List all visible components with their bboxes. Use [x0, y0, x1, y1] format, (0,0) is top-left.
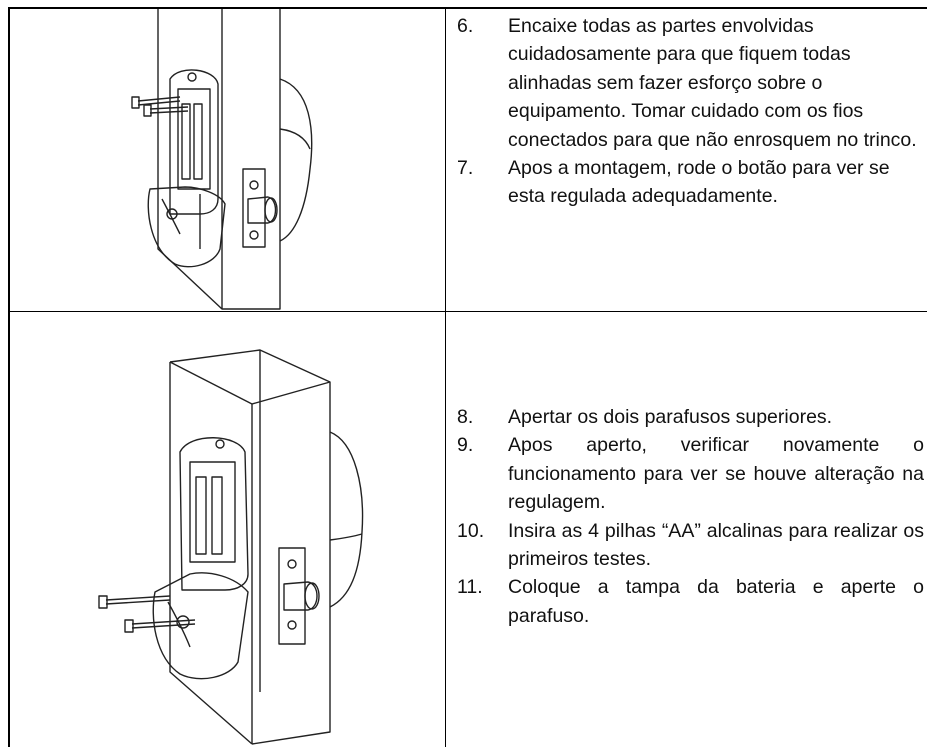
step-number: 7. [457, 157, 474, 180]
illustration-cell-screw-tightening [10, 312, 445, 749]
steps-list: 8. Apertar os dois parafusos superiores.… [457, 403, 924, 630]
step-text: Apos aperto, verificar novamente o funci… [508, 434, 924, 514]
step-text: Apos a montagem, rode o botão para ver s… [508, 157, 890, 208]
step-text: Coloque a tampa da bateria e aperte o pa… [508, 576, 924, 627]
step-number: 6. [457, 15, 474, 37]
instruction-table: 6. Encaixe todas as partes envolvidas cu… [8, 7, 927, 747]
list-item: 6. Encaixe todas as partes envolvidas cu… [457, 12, 919, 154]
illustration-cell-lock-assembly [10, 9, 445, 311]
list-item: 8. Apertar os dois parafusos superiores. [457, 403, 924, 431]
step-number: 9. [457, 434, 474, 457]
list-item: 10. Insira as 4 pilhas “AA” alcalinas pa… [457, 517, 924, 574]
step-text: Encaixe todas as partes envolvidas cuida… [508, 15, 917, 151]
list-item: 7. Apos a montagem, rode o botão para ve… [457, 154, 919, 211]
screw-tightening-illustration [98, 349, 364, 745]
list-item: 11. Coloque a tampa da bateria e aperte … [457, 573, 924, 630]
steps-list: 6. Encaixe todas as partes envolvidas cu… [457, 12, 919, 211]
step-number: 11. [457, 576, 483, 599]
lock-assembly-illustration [131, 9, 313, 310]
instructions-cell-steps-6-7: 6. Encaixe todas as partes envolvidas cu… [447, 9, 927, 311]
step-text: Insira as 4 pilhas “AA” alcalinas para r… [508, 519, 924, 571]
list-item: 9. Apos aperto, verificar novamente o fu… [457, 431, 924, 516]
step-number: 10. [457, 519, 485, 542]
step-text: Apertar os dois parafusos superiores. [508, 406, 833, 428]
instructions-cell-steps-8-11: 8. Apertar os dois parafusos superiores.… [447, 312, 927, 749]
column-divider [445, 9, 446, 747]
row-divider [10, 311, 927, 312]
step-number: 8. [457, 406, 474, 428]
